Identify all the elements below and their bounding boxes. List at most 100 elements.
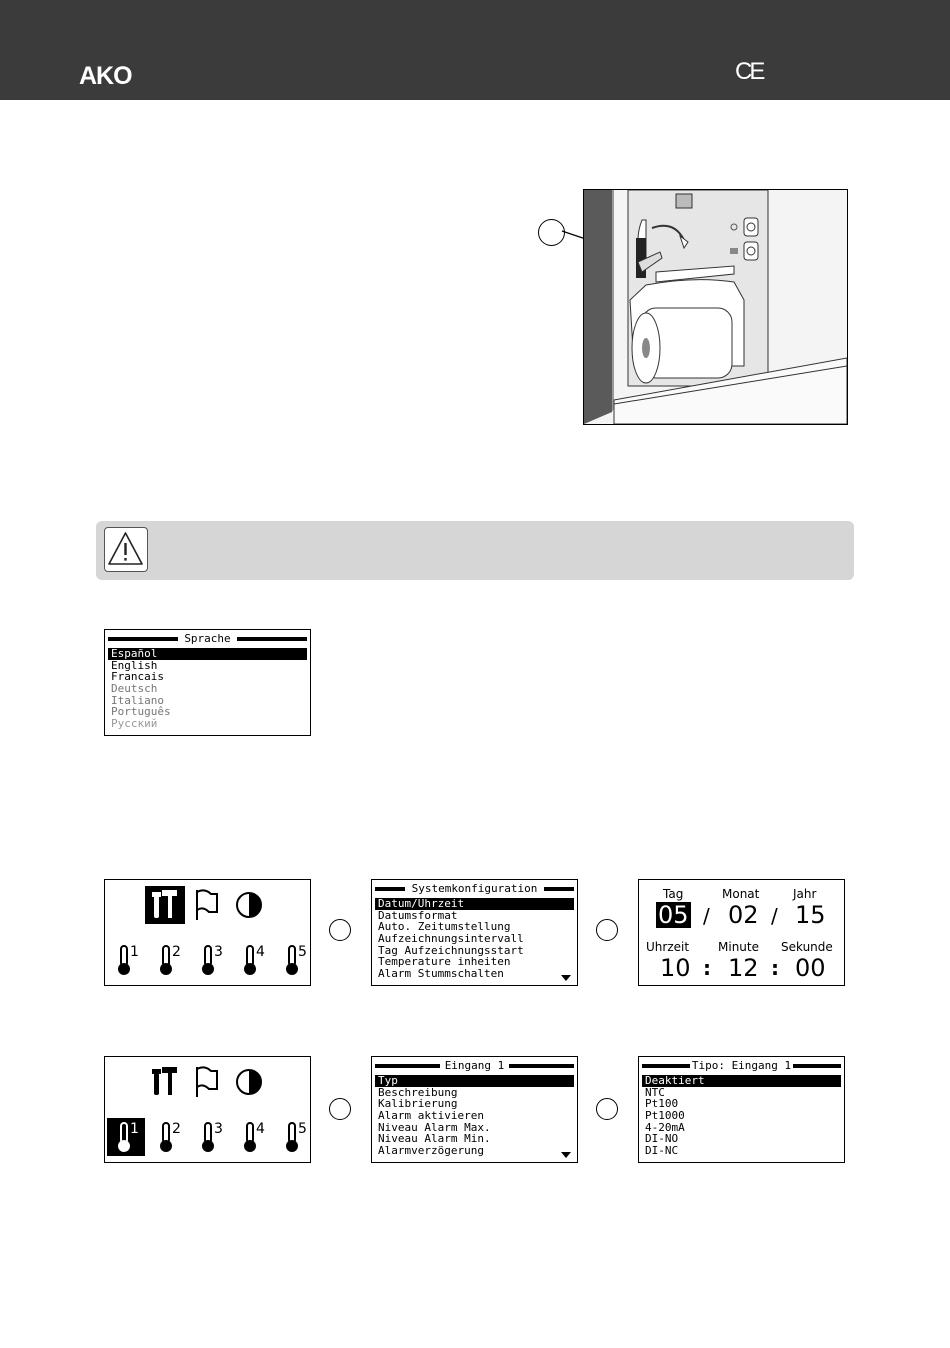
probe-number: 2 [172,944,181,960]
printer-illustration [583,189,848,425]
type-option-di-no[interactable]: DI-NO [645,1132,679,1146]
menu-item-temperatureinheiten[interactable]: Temperature inheiten [378,955,511,969]
warning-box [96,521,854,580]
thermometer-icon[interactable]: 5 [286,944,307,975]
language-option-english[interactable]: English [111,658,158,672]
thermometer-icon[interactable]: 2 [160,1121,181,1152]
date-separator: / [771,904,778,928]
menu-item-beschreibung[interactable]: Beschreibung [378,1085,458,1099]
second-value[interactable]: 00 [795,954,826,982]
thermometer-icon[interactable]: 1 [118,944,139,975]
hour-label: Uhrzeit [646,940,690,954]
flag-icon [196,1066,218,1097]
type-option-4-20ma[interactable]: 4-20mA [645,1120,685,1134]
main-icon-menu-tools-selected: 1 2 3 4 5 [104,879,311,986]
language-option-portugues[interactable]: Português [111,705,171,719]
tools-icon [152,1067,177,1095]
minute-value[interactable]: 12 [728,954,759,982]
thermometer-icon[interactable]: 4 [244,1121,265,1152]
type-option-di-nc[interactable]: DI-NC [645,1144,679,1158]
second-label: Sekunde [781,940,833,954]
hour-value[interactable]: 10 [660,954,691,982]
ce-mark: CE [735,58,765,85]
menu-item-typ[interactable]: Typ [375,1075,574,1087]
menu-item-datum-uhrzeit[interactable]: Datum/Uhrzeit [375,898,574,910]
datetime-screen: Tag Monat Jahr 05 / 02 / 15 Uhrzeit Minu… [638,879,845,986]
language-menu-title: Sprache [182,632,233,645]
step-circle [596,919,618,941]
menu-item-datumsformat[interactable]: Datumsformat [378,908,458,922]
month-value[interactable]: 02 [728,901,759,929]
type-menu-title: Tipo: Eingang 1 [689,1059,794,1072]
contrast-icon [236,892,262,918]
language-option-espanol[interactable]: Español [108,648,307,660]
input-menu-title: Eingang 1 [442,1059,507,1072]
thermometer-bulb [118,1140,130,1152]
minute-label: Minute [718,940,759,954]
probe-number: 2 [172,1121,181,1137]
type-menu-screen: Tipo: Eingang 1 Deaktiert NTC Pt100 Pt10… [638,1056,845,1163]
year-value[interactable]: 15 [795,901,826,929]
thermometer-icon[interactable]: 2 [160,944,181,975]
menu-item-alarm-min[interactable]: Niveau Alarm Min. [378,1132,491,1146]
menu-item-zeitumstellung[interactable]: Auto. Zeitumstellung [378,920,511,934]
menu-item-alarm-aktivieren[interactable]: Alarm aktivieren [378,1109,484,1123]
language-option-italiano[interactable]: Italiano [111,693,164,707]
input-menu-screen: Eingang 1 Typ Beschreibung Kalibrierung … [371,1056,578,1163]
time-separator: : [703,956,711,980]
thermometer-bulb [160,963,172,975]
menu-item-alarmverzoegerung[interactable]: Alarmverzögerung [378,1144,484,1158]
language-option-deutsch[interactable]: Deutsch [111,682,158,696]
language-option-francais[interactable]: Francais [111,670,164,684]
probe-number: 3 [214,944,223,960]
step-circle [329,919,351,941]
type-option-deaktiert[interactable]: Deaktiert [642,1075,841,1087]
thermometer-bulb [202,963,214,975]
menu-item-aufzeichnungsintervall[interactable]: Aufzeichnungsintervall [378,932,524,946]
screen-title: Eingang 1 [375,1059,574,1072]
thermometer-bulb [118,963,130,975]
date-separator: / [703,904,710,928]
year-label: Jahr [793,887,817,901]
day-label: Tag [663,887,684,901]
printer-callout-circle [538,219,565,246]
thermometer-bulb [160,1140,172,1152]
menu-item-alarm-stummschalten[interactable]: Alarm Stummschalten [378,967,504,981]
thermometer-icon[interactable]: 3 [202,944,223,975]
scroll-down-icon[interactable] [561,1152,571,1158]
thermometer-bulb [244,963,256,975]
ako-logo: AKO [79,62,133,90]
tools-icon [152,890,177,918]
warning-icon [104,527,148,572]
thermometer-icon[interactable]: 3 [202,1121,223,1152]
flag-icon [196,889,218,920]
type-option-pt100[interactable]: Pt100 [645,1097,679,1111]
step-circle [329,1098,351,1120]
screen-title: Sprache [108,632,307,645]
menu-item-kalibrierung[interactable]: Kalibrierung [378,1097,458,1111]
thermometer-bulb [244,1140,256,1152]
thermometer-icon[interactable]: 4 [244,944,265,975]
thermometer-icon[interactable]: 1 [118,1121,139,1152]
language-option-russian[interactable]: Русский [111,717,158,731]
type-option-ntc[interactable]: NTC [645,1085,665,1099]
probe-number: 1 [130,944,139,960]
probe-number: 4 [256,1121,265,1137]
time-separator: : [771,956,779,980]
day-value[interactable]: 05 [656,901,691,929]
scroll-down-icon[interactable] [561,975,571,981]
probe-number: 5 [298,1121,307,1137]
thermometer-icon[interactable]: 5 [286,1121,307,1152]
screen-title: Tipo: Eingang 1 [642,1059,841,1072]
menu-item-alarm-max[interactable]: Niveau Alarm Max. [378,1120,491,1134]
month-label: Monat [722,887,760,901]
type-option-pt1000[interactable]: Pt1000 [645,1109,685,1123]
thermometer-bulb [202,1140,214,1152]
screen-title: Systemkonfiguration [375,882,574,895]
probe-number: 4 [256,944,265,960]
probe-number: 5 [298,944,307,960]
menu-item-aufzeichnungsstart[interactable]: Tag Aufzeichnungsstart [378,943,524,957]
main-icon-menu-probe-selected: 1 2 3 4 5 [104,1056,311,1163]
thermometer-bulb [286,963,298,975]
system-config-title: Systemkonfiguration [409,882,540,895]
